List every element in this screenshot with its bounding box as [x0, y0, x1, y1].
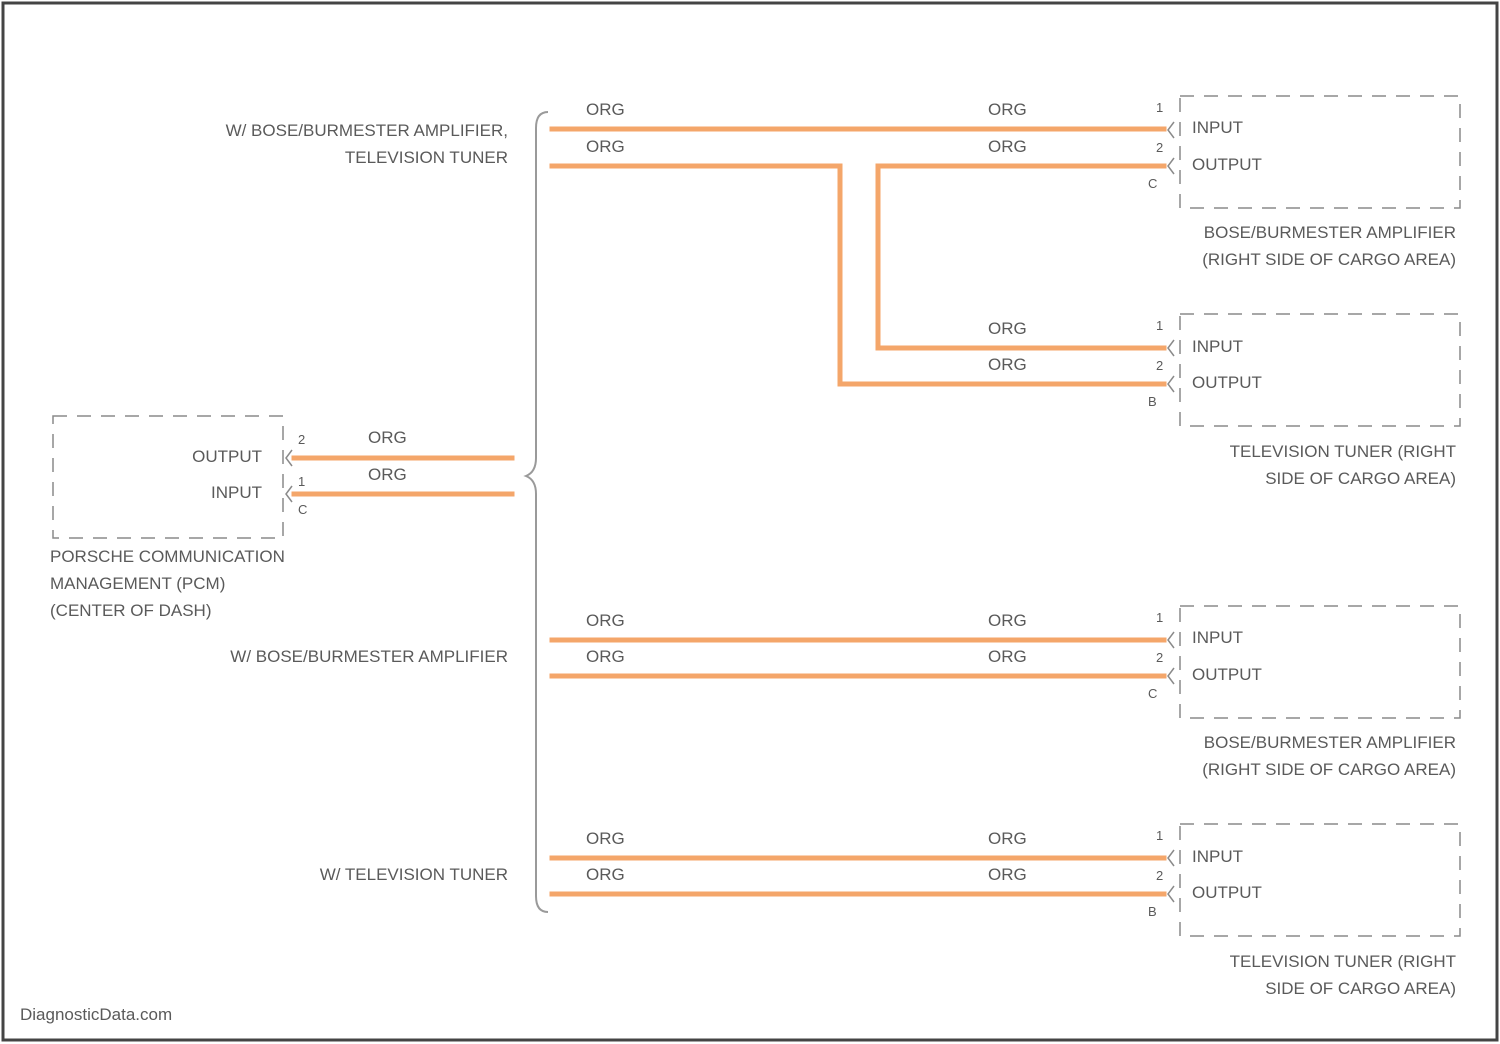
branch-1-wire-bottom — [552, 166, 1164, 384]
pcm-name-line-3: (CENTER OF DASH) — [50, 601, 212, 620]
wire-color-label: ORG — [988, 137, 1027, 156]
component-name-line-2: SIDE OF CARGO AREA) — [1265, 469, 1456, 488]
option-brace — [526, 112, 548, 912]
branch-1-label-line-2: TELEVISION TUNER — [345, 148, 508, 167]
wire-color-label: ORG — [586, 865, 625, 884]
wire-color-label: ORG — [988, 100, 1027, 119]
pin-number-output: 2 — [1156, 650, 1163, 665]
television-tuner-component-2: 1 2 B INPUT OUTPUT TELEVISION TUNER (RIG… — [1148, 824, 1460, 998]
pin-number-output: 2 — [1156, 868, 1163, 883]
wire-color-label: ORG — [988, 829, 1027, 848]
pcm-name-line-1: PORSCHE COMMUNICATION — [50, 547, 285, 566]
wire-color-label: ORG — [988, 865, 1027, 884]
wire-color-label: ORG — [586, 611, 625, 630]
pin-number-input: 1 — [1156, 318, 1163, 333]
component-name-line-2: (RIGHT SIDE OF CARGO AREA) — [1202, 760, 1456, 779]
output-pin-label: OUTPUT — [1192, 665, 1262, 684]
output-pin-label: OUTPUT — [1192, 373, 1262, 392]
connector-id: B — [1148, 394, 1157, 409]
component-name-line-2: SIDE OF CARGO AREA) — [1265, 979, 1456, 998]
pcm-pin-number-input: 1 — [298, 474, 305, 489]
pcm-output-wire-color: ORG — [368, 428, 407, 447]
pcm-connector-id: C — [298, 502, 307, 517]
pin-number-input: 1 — [1156, 828, 1163, 843]
branch-1-label-line-1: W/ BOSE/BURMESTER AMPLIFIER, — [226, 121, 508, 140]
branch-3-label: W/ TELEVISION TUNER — [320, 865, 508, 884]
branch-2-label: W/ BOSE/BURMESTER AMPLIFIER — [230, 647, 508, 666]
pcm-box-outline — [53, 416, 283, 538]
wire-color-label: ORG — [586, 137, 625, 156]
bose-amplifier-component-1: 1 2 C INPUT OUTPUT BOSE/BURMESTER AMPLIF… — [1148, 96, 1460, 269]
wire-color-label: ORG — [988, 611, 1027, 630]
wire-color-label: ORG — [988, 647, 1027, 666]
input-pin-label: INPUT — [1192, 337, 1243, 356]
television-tuner-component-1: 1 2 B INPUT OUTPUT TELEVISION TUNER (RIG… — [1148, 314, 1460, 488]
connector-id: C — [1148, 176, 1157, 191]
component-box-outline — [1180, 314, 1460, 426]
pin-number-input: 1 — [1156, 100, 1163, 115]
connector-terminals — [1168, 632, 1174, 684]
component-box-outline — [1180, 96, 1460, 208]
component-name-line-1: TELEVISION TUNER (RIGHT — [1230, 952, 1456, 971]
wire-color-label: ORG — [586, 647, 625, 666]
pcm-input-pin-label: INPUT — [211, 483, 262, 502]
connector-terminals — [1168, 340, 1174, 392]
component-name-line-1: TELEVISION TUNER (RIGHT — [1230, 442, 1456, 461]
component-name-line-2: (RIGHT SIDE OF CARGO AREA) — [1202, 250, 1456, 269]
watermark-text: DiagnosticData.com — [20, 1005, 172, 1024]
pin-number-input: 1 — [1156, 610, 1163, 625]
connector-terminals — [1168, 850, 1174, 902]
component-box-outline — [1180, 824, 1460, 936]
input-pin-label: INPUT — [1192, 628, 1243, 647]
output-pin-label: OUTPUT — [1192, 883, 1262, 902]
output-pin-label: OUTPUT — [1192, 155, 1262, 174]
bose-amplifier-component-2: 1 2 C INPUT OUTPUT BOSE/BURMESTER AMPLIF… — [1148, 606, 1460, 779]
wire-color-label: ORG — [586, 100, 625, 119]
pcm-output-pin-label: OUTPUT — [192, 447, 262, 466]
input-pin-label: INPUT — [1192, 847, 1243, 866]
wire-color-label: ORG — [988, 355, 1027, 374]
input-pin-label: INPUT — [1192, 118, 1243, 137]
pcm-pin-number-output: 2 — [298, 432, 305, 447]
pin-number-output: 2 — [1156, 358, 1163, 373]
pin-number-output: 2 — [1156, 140, 1163, 155]
pcm-input-wire-color: ORG — [368, 465, 407, 484]
component-name-line-1: BOSE/BURMESTER AMPLIFIER — [1204, 733, 1456, 752]
pcm-name-line-2: MANAGEMENT (PCM) — [50, 574, 225, 593]
connector-id: B — [1148, 904, 1157, 919]
connector-id: C — [1148, 686, 1157, 701]
connector-terminals — [1168, 122, 1174, 174]
wire-color-label: ORG — [586, 829, 625, 848]
pcm-module: OUTPUT INPUT 2 1 C PORSCHE COMMUNICATION… — [50, 416, 307, 620]
diagram-frame — [3, 3, 1497, 1040]
component-box-outline — [1180, 606, 1460, 718]
pcm-connector-terminals — [286, 450, 292, 502]
wire-color-label: ORG — [988, 319, 1027, 338]
component-name-line-1: BOSE/BURMESTER AMPLIFIER — [1204, 223, 1456, 242]
